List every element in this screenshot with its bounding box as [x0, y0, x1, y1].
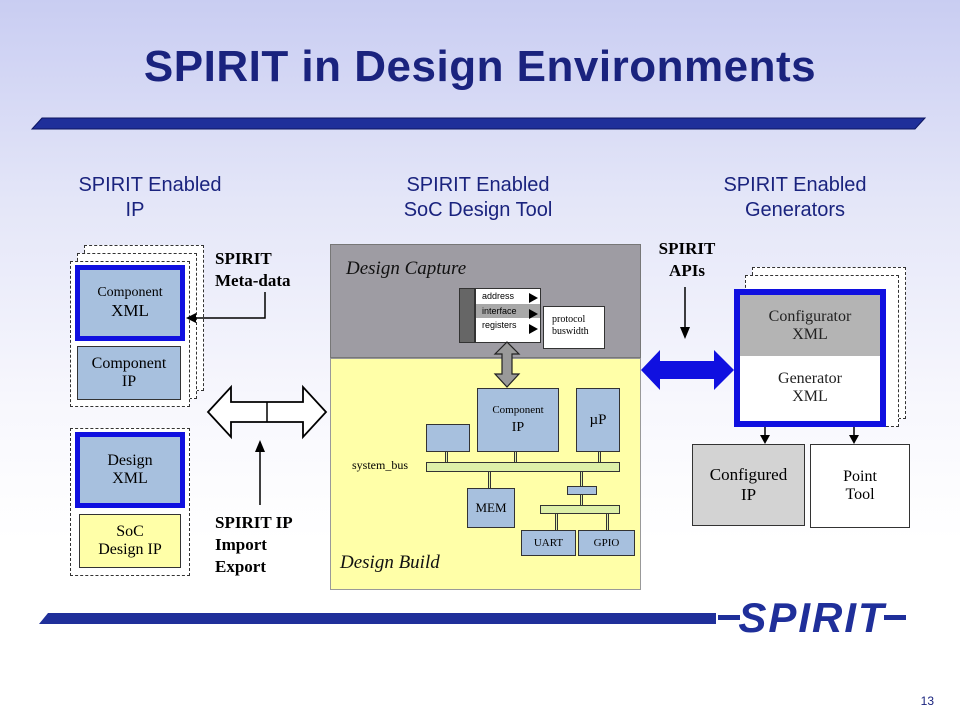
generator-output-arrows	[760, 427, 859, 444]
interface-arrows	[529, 293, 538, 334]
svg-text:SPIRIT: SPIRIT	[738, 594, 887, 641]
title-underline	[30, 117, 927, 130]
bus-connector	[488, 472, 491, 488]
system-bus-label: system_bus	[352, 458, 409, 472]
bus-connector	[580, 495, 583, 505]
mem-box[interactable]: MEM	[467, 488, 515, 528]
bus-connector	[445, 452, 448, 462]
spirit-logo: SPIRIT	[716, 586, 908, 646]
bus-connector	[514, 452, 517, 462]
design-capture-label: Design Capture	[346, 258, 467, 279]
import-export-arrow	[206, 384, 328, 505]
interface-row-registers: registers	[482, 320, 517, 330]
interface-port-bar	[459, 288, 475, 343]
interface-row-interface: interface	[476, 304, 540, 318]
capture-build-arrow	[493, 341, 521, 388]
bus-bridge	[567, 486, 597, 495]
bottom-bar	[39, 613, 726, 624]
bus-connector	[580, 472, 583, 486]
microprocessor-box[interactable]: µP	[576, 388, 620, 452]
bus-connector	[606, 514, 609, 530]
bus-connector	[598, 452, 601, 462]
page-title: SPIRIT in Design Environments	[143, 42, 817, 91]
soc-design-ip-box[interactable]: SoC Design IP	[79, 514, 181, 568]
apis-arrow	[680, 287, 690, 339]
component-ip-box[interactable]: Component IP	[77, 346, 181, 400]
peripheral-bus	[540, 505, 620, 514]
page-number: 13	[920, 694, 934, 708]
uart-box[interactable]: UART	[521, 530, 576, 556]
component-xml-box[interactable]: Component XML	[75, 265, 185, 341]
bus-connector	[555, 514, 558, 530]
design-build-label: Design Build	[340, 552, 440, 573]
gpio-box[interactable]: GPIO	[578, 530, 635, 556]
build-component-ip[interactable]: Component IP	[477, 388, 559, 452]
bus-peripheral-box[interactable]	[426, 424, 470, 452]
meta-data-arrow	[186, 292, 266, 323]
design-xml-box[interactable]: Design XML	[75, 432, 185, 508]
spirit-logo-graphic: SPIRIT	[718, 594, 906, 641]
tool-generator-arrow	[641, 350, 734, 390]
system-bus	[426, 462, 620, 472]
interface-row-address: address	[482, 291, 515, 301]
